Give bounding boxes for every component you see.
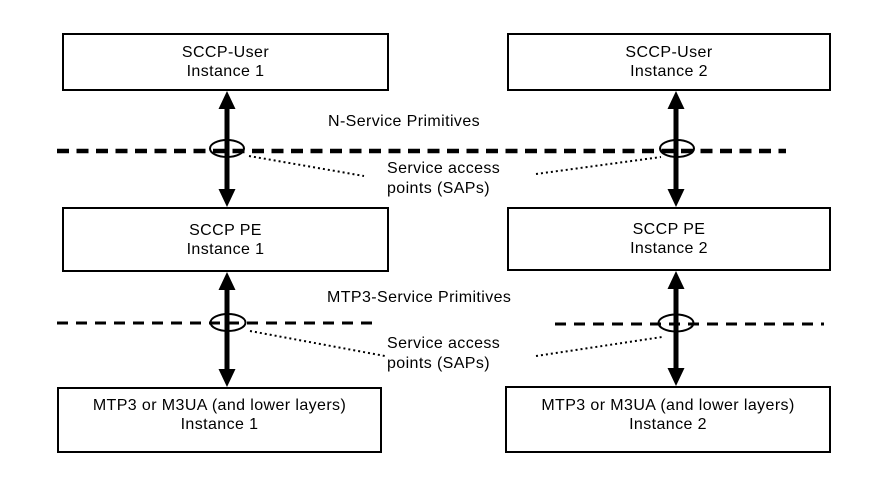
sap-marker-upper-right bbox=[659, 139, 695, 158]
box-label-line2: Instance 1 bbox=[180, 416, 259, 433]
box-sccp-pe-instance-1: SCCP PE Instance 1 bbox=[62, 207, 389, 272]
box-sccp-user-instance-1: SCCP-User Instance 1 bbox=[62, 33, 389, 91]
box-sccp-pe-instance-2: SCCP PE Instance 2 bbox=[507, 207, 831, 271]
label-sap-upper: Service access points (SAPs) bbox=[387, 159, 500, 199]
sap-leader-upper-right bbox=[535, 156, 662, 175]
box-label-line2: Instance 1 bbox=[186, 63, 265, 80]
sap-marker-lower-right bbox=[657, 313, 695, 333]
box-label-line1: SCCP PE bbox=[189, 221, 262, 239]
box-label-line2: Instance 2 bbox=[629, 416, 707, 433]
box-mtp3-m3ua-instance-1: MTP3 or M3UA (and lower layers) Instance… bbox=[57, 387, 382, 453]
box-label-line1: SCCP-User bbox=[181, 44, 270, 61]
label-n-service-primitives: N-Service Primitives bbox=[328, 113, 481, 130]
box-label-line2: Instance 2 bbox=[630, 240, 708, 257]
arrowhead-up-icon bbox=[667, 91, 685, 109]
label-mtp3-service-primitives: MTP3-Service Primitives bbox=[327, 289, 512, 306]
box-label-line2: Instance 1 bbox=[186, 240, 265, 258]
box-sccp-user-instance-2: SCCP-User Instance 2 bbox=[507, 33, 831, 91]
label-sap-lower-line1: Service access bbox=[387, 335, 501, 352]
label-sap-lower-line2: points (SAPs) bbox=[387, 355, 491, 372]
sap-marker-upper-left bbox=[209, 139, 245, 158]
arrow-sccp-user-2-to-sccp-pe-2 bbox=[667, 91, 685, 207]
arrow-sccp-pe-1-to-mtp3-1 bbox=[218, 272, 236, 387]
label-sap-upper-line2: points (SAPs) bbox=[387, 180, 491, 197]
sap-leader-lower-left bbox=[249, 330, 386, 357]
arrowhead-up-icon bbox=[218, 272, 236, 290]
label-sap-lower: Service access points (SAPs) bbox=[387, 334, 500, 374]
arrowhead-up-icon bbox=[218, 91, 236, 109]
arrow-sccp-pe-2-to-mtp3-2 bbox=[667, 271, 685, 386]
box-label-line2: Instance 2 bbox=[630, 63, 708, 80]
box-label-line1: MTP3 or M3UA (and lower layers) bbox=[92, 397, 347, 414]
box-label-line1: SCCP PE bbox=[632, 221, 706, 238]
arrowhead-down-icon bbox=[218, 369, 236, 387]
sap-leader-upper-left bbox=[248, 155, 365, 177]
label-sap-upper-line1: Service access bbox=[387, 160, 501, 177]
arrowhead-down-icon bbox=[667, 189, 685, 207]
box-label-line1: SCCP-User bbox=[625, 44, 713, 61]
arrowhead-up-icon bbox=[667, 271, 685, 289]
sap-leader-lower-right bbox=[535, 336, 663, 357]
arrow-sccp-user-1-to-sccp-pe-1 bbox=[218, 91, 236, 207]
sap-marker-lower-left bbox=[209, 313, 247, 332]
box-mtp3-m3ua-instance-2: MTP3 or M3UA (and lower layers) Instance… bbox=[505, 386, 831, 453]
arrowhead-down-icon bbox=[667, 368, 685, 386]
box-label-line1: MTP3 or M3UA (and lower layers) bbox=[541, 397, 795, 414]
arrowhead-down-icon bbox=[218, 189, 236, 207]
